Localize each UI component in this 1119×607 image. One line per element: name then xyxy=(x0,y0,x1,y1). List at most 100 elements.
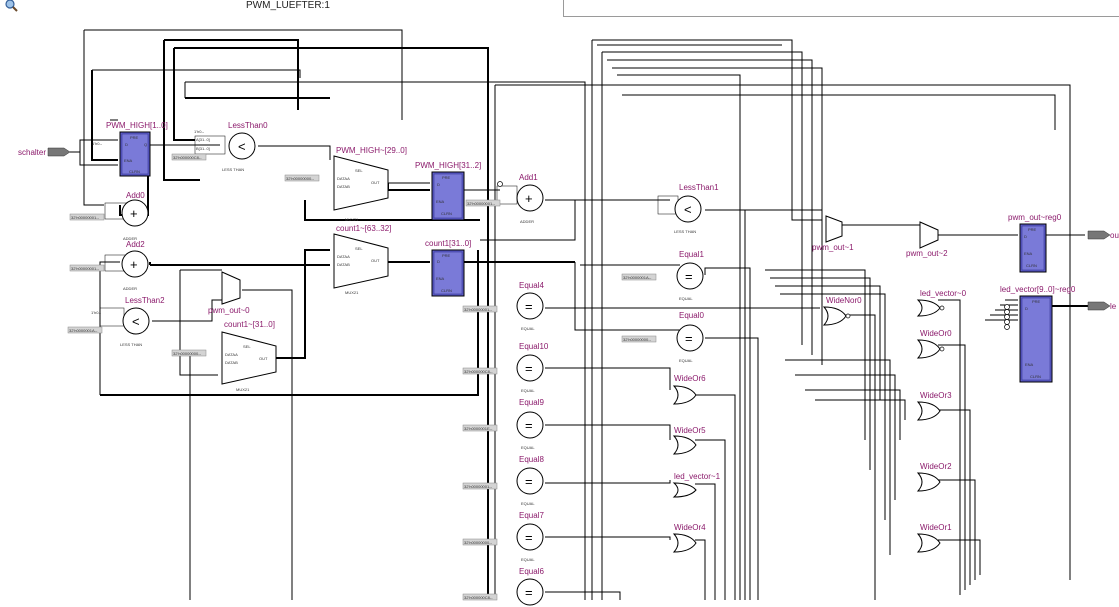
equal10-block[interactable]: Equal10 32'h000000C8-- = EQUAL xyxy=(462,342,549,393)
port-label-out1: ou xyxy=(1110,231,1119,240)
lessthan0-block[interactable]: LessThan0 A[31..0] B[31..0] < LESS THAN xyxy=(194,121,268,172)
svg-text:LESS THAN: LESS THAN xyxy=(120,342,142,347)
mux-pwm-out-2[interactable]: pwm_out~2 xyxy=(906,221,948,258)
svg-text:1'h0--: 1'h0-- xyxy=(91,310,102,315)
gate-wideor0[interactable]: WideOr0 xyxy=(916,329,952,359)
svg-text:WideOr6: WideOr6 xyxy=(674,374,706,383)
svg-text:B[31..0]: B[31..0] xyxy=(196,146,210,151)
equal1-block[interactable]: Equal1 32'h0000001A-- = EQUAL xyxy=(621,250,704,301)
add1-block[interactable]: Add1 + ADDER xyxy=(496,173,544,224)
svg-text:+: + xyxy=(525,191,533,206)
input-port-schalter[interactable]: schalter xyxy=(18,147,71,157)
svg-text:count1~[63..32]: count1~[63..32] xyxy=(336,224,391,233)
svg-text:D: D xyxy=(437,259,440,264)
equal7-block[interactable]: Equal7 32'h00000000-- = EQUAL xyxy=(462,511,544,562)
svg-text:WideNor0: WideNor0 xyxy=(826,296,862,305)
svg-text:ADDER: ADDER xyxy=(123,236,137,241)
equal4-block[interactable]: Equal4 32'h00000001-- = EQUAL xyxy=(462,281,544,331)
svg-text:PRE: PRE xyxy=(130,135,139,140)
svg-text:MUX21: MUX21 xyxy=(236,387,250,392)
gate-wideor1[interactable]: WideOr1 xyxy=(916,523,952,553)
svg-text:<: < xyxy=(238,139,246,154)
equal6-block[interactable]: Equal6 32'h000000C8-- = xyxy=(462,567,544,606)
wires-left xyxy=(68,29,680,600)
gate-wideor5[interactable]: WideOr5 xyxy=(672,426,706,455)
gate-wideor4[interactable]: WideOr4 xyxy=(672,523,706,553)
svg-text:WideOr0: WideOr0 xyxy=(920,329,952,338)
svg-text:=: = xyxy=(525,474,533,489)
add2-block[interactable]: Add2 + ADDER xyxy=(104,240,149,291)
svg-text:=: = xyxy=(525,299,533,314)
magnifier-icon[interactable] xyxy=(4,0,20,12)
equal0-block[interactable]: Equal0 32'h00000000-- = EQUAL xyxy=(621,311,704,363)
svg-text:count1~[31..0]: count1~[31..0] xyxy=(224,320,275,329)
svg-text:+: + xyxy=(130,257,138,272)
register-count1-31-0[interactable]: count1[31..0] PRE D ENA CLRN xyxy=(425,239,471,297)
mux-count1-31-0[interactable]: count1~[31..0] SEL DATAA DATAB OUT MUX21 xyxy=(221,320,277,392)
svg-text:EQUAL: EQUAL xyxy=(679,296,693,301)
svg-text:=: = xyxy=(525,418,533,433)
svg-text:LESS THAN: LESS THAN xyxy=(222,167,244,172)
svg-text:EQUAL: EQUAL xyxy=(521,445,535,450)
svg-text:Equal1: Equal1 xyxy=(679,250,704,259)
add0-block[interactable]: Add0 + ADDER xyxy=(104,191,149,241)
svg-text:<: < xyxy=(684,202,692,217)
output-port-1[interactable]: ou xyxy=(1087,230,1119,240)
svg-text:DATAB: DATAB xyxy=(225,360,238,365)
register-pwm-out-reg0[interactable]: pwm_out~reg0 PRE D ENA CLRN xyxy=(1008,213,1062,273)
svg-text:Add2: Add2 xyxy=(126,240,145,249)
gate-led-vector-1[interactable]: led_vector~1 xyxy=(672,472,721,498)
svg-text:Add0: Add0 xyxy=(126,191,145,200)
svg-text:<: < xyxy=(132,314,140,329)
output-port-2[interactable]: le xyxy=(1087,301,1117,311)
svg-text:1'h0--: 1'h0-- xyxy=(92,141,103,146)
svg-text:Equal7: Equal7 xyxy=(519,511,544,520)
svg-text:=: = xyxy=(525,530,533,545)
svg-text:EQUAL: EQUAL xyxy=(521,501,535,506)
svg-text:DATAA: DATAA xyxy=(337,254,350,259)
port-label-out2: le xyxy=(1110,302,1117,311)
svg-text:1'h0--: 1'h0-- xyxy=(194,129,205,134)
equal9-block[interactable]: Equal9 32'h0000001E-- = EQUAL xyxy=(462,398,544,450)
mux-pwm-out-1[interactable]: pwm_out~1 xyxy=(812,215,854,252)
svg-text:Equal0: Equal0 xyxy=(679,311,704,320)
gate-widenor0[interactable]: WideNor0 xyxy=(822,296,862,326)
svg-text:DATAB: DATAB xyxy=(337,184,350,189)
gate-led-vector-0[interactable]: led_vector~0 xyxy=(916,289,967,317)
equal8-block[interactable]: Equal8 32'h00000001-- = EQUAL xyxy=(462,455,544,506)
svg-text:D: D xyxy=(125,142,128,147)
svg-text:32'h00000001--: 32'h00000001-- xyxy=(71,266,100,271)
svg-text:Equal4: Equal4 xyxy=(519,281,544,290)
mux-pwm-high-29-0[interactable]: PWM_HIGH~[29..0] SEL DATAA DATAB OUT MUX… xyxy=(333,146,407,222)
register-pwm-high-31-2[interactable]: PWM_HIGH[31..2] PRE D ENA CLRN xyxy=(415,161,481,221)
svg-text:SEL: SEL xyxy=(243,344,251,349)
register-pwm-high-1-0[interactable]: PWM_HIGH[1..0] PRE D Q ENA CLRN xyxy=(106,121,168,177)
svg-text:Equal6: Equal6 xyxy=(519,567,544,576)
svg-text:OUT: OUT xyxy=(371,258,380,263)
gate-wideor3[interactable]: WideOr3 xyxy=(916,391,952,421)
svg-text:DATAB: DATAB xyxy=(337,262,350,267)
lessthan1-block[interactable]: LessThan1 < LESS THAN xyxy=(657,183,719,234)
svg-text:PRE: PRE xyxy=(1028,227,1037,232)
svg-text:PRE: PRE xyxy=(1032,299,1041,304)
lessthan2-block[interactable]: LessThan2 < LESS THAN xyxy=(99,296,165,347)
svg-text:PRE: PRE xyxy=(442,253,451,258)
svg-text:pwm_out~reg0: pwm_out~reg0 xyxy=(1008,213,1062,222)
port-label: schalter xyxy=(18,148,46,157)
svg-text:CLRN: CLRN xyxy=(1030,374,1041,379)
svg-text:+: + xyxy=(130,206,138,221)
svg-text:ADDER: ADDER xyxy=(520,219,534,224)
header-panel xyxy=(563,0,1119,17)
register-led-vector-reg0[interactable]: led_vector[9..0]~reg0 PRE D ENA CLRN xyxy=(1000,285,1076,383)
svg-text:PRE: PRE xyxy=(442,175,451,180)
svg-text:WideOr4: WideOr4 xyxy=(674,523,706,532)
mux-pwm-out-0[interactable]: pwm_out~0 xyxy=(208,271,250,315)
svg-text:LessThan2: LessThan2 xyxy=(125,296,165,305)
gate-wideor6[interactable]: WideOr6 xyxy=(672,374,706,405)
svg-text:SEL: SEL xyxy=(355,168,363,173)
mux-count1-63-32[interactable]: count1~[63..32] SEL DATAA DATAB OUT MUX2… xyxy=(333,224,391,295)
svg-text:OUT: OUT xyxy=(259,356,268,361)
svg-text:32'h000000C8--: 32'h000000C8-- xyxy=(464,369,493,374)
gate-wideor2[interactable]: WideOr2 xyxy=(916,462,952,492)
